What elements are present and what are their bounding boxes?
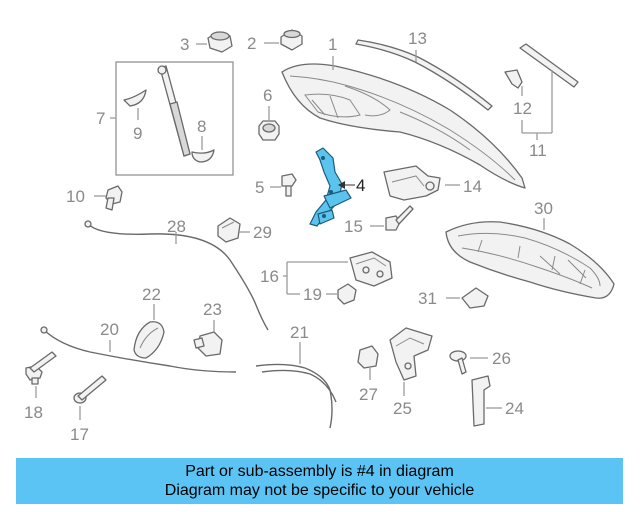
callout-4: 4 — [356, 176, 365, 195]
banner-line-part: Part or sub-assembly is #4 in diagram — [185, 463, 454, 480]
callout-1: 1 — [328, 35, 337, 54]
part-bumper-31 — [446, 287, 489, 309]
part-support-strut-box — [110, 61, 234, 176]
callout-9: 9 — [133, 124, 142, 143]
part-bracket-16 — [283, 251, 393, 294]
part-grommet — [258, 106, 280, 141]
callout-7: 7 — [96, 109, 105, 128]
part-screw-18 — [25, 351, 57, 398]
part-insulator-30 — [445, 218, 615, 299]
callout-14: 14 — [463, 177, 482, 196]
part-bolt-17 — [73, 375, 107, 420]
part-latch-14 — [383, 165, 460, 201]
part-clip-27 — [357, 345, 379, 380]
callout-17: 17 — [70, 425, 89, 444]
callout-26: 26 — [492, 349, 511, 368]
part-bumper-stop-2 — [264, 29, 303, 51]
callout-8: 8 — [197, 117, 206, 136]
part-seal-11 — [519, 43, 579, 140]
callout-5: 5 — [255, 178, 264, 197]
part-cable-21 — [255, 342, 337, 429]
callout-12: 12 — [513, 99, 532, 118]
callout-20: 20 — [100, 320, 119, 339]
part-weatherstrip-13 — [355, 39, 493, 111]
callout-23: 23 — [203, 300, 222, 319]
banner-line-disclaimer: Diagram may not be specific to your vehi… — [164, 482, 475, 499]
part-cable-20 — [40, 326, 237, 373]
callout-15: 15 — [344, 217, 363, 236]
callout-16: 16 — [260, 267, 279, 286]
part-release-handle-22 — [133, 304, 165, 359]
part-clip-12 — [504, 69, 523, 96]
part-hood — [281, 56, 526, 189]
part-clip-19 — [287, 283, 357, 305]
callout-18: 18 — [24, 403, 43, 422]
callout-21: 21 — [290, 323, 309, 342]
callout-13: 13 — [408, 29, 427, 48]
part-clip-23 — [193, 320, 223, 357]
callout-30: 30 — [534, 199, 553, 218]
parts-diagram: 1 2 3 4 5 6 7 8 9 10 11 12 13 14 15 16 1… — [24, 29, 615, 444]
part-bracket-24 — [471, 375, 502, 427]
callout-24: 24 — [505, 399, 524, 418]
part-push-pin-10 — [94, 185, 123, 211]
callout-27: 27 — [359, 385, 378, 404]
part-bumper-stop-3 — [196, 31, 233, 53]
part-bolt-5 — [270, 173, 297, 197]
callout-2: 2 — [247, 34, 256, 53]
callout-22: 22 — [142, 285, 161, 304]
callout-29: 29 — [253, 223, 272, 242]
callout-19: 19 — [303, 285, 322, 304]
callout-11: 11 — [529, 141, 547, 160]
callout-6: 6 — [263, 86, 272, 105]
callout-10: 10 — [66, 187, 85, 206]
callout-labels: 1 2 3 4 5 6 7 8 9 10 11 12 13 14 15 16 1… — [24, 29, 553, 444]
callout-25: 25 — [393, 399, 412, 418]
part-release-cable-28 — [84, 220, 269, 331]
part-clip-29 — [217, 217, 250, 243]
info-banner: Part or sub-assembly is #4 in diagram Di… — [16, 458, 623, 504]
callout-31: 31 — [418, 289, 437, 308]
part-screw-15 — [370, 205, 414, 231]
callout-28: 28 — [167, 217, 186, 236]
part-bolt-26 — [449, 350, 488, 375]
part-latch-25 — [389, 327, 433, 396]
part-hood-hinge-highlight — [309, 147, 355, 227]
callout-3: 3 — [180, 35, 189, 54]
